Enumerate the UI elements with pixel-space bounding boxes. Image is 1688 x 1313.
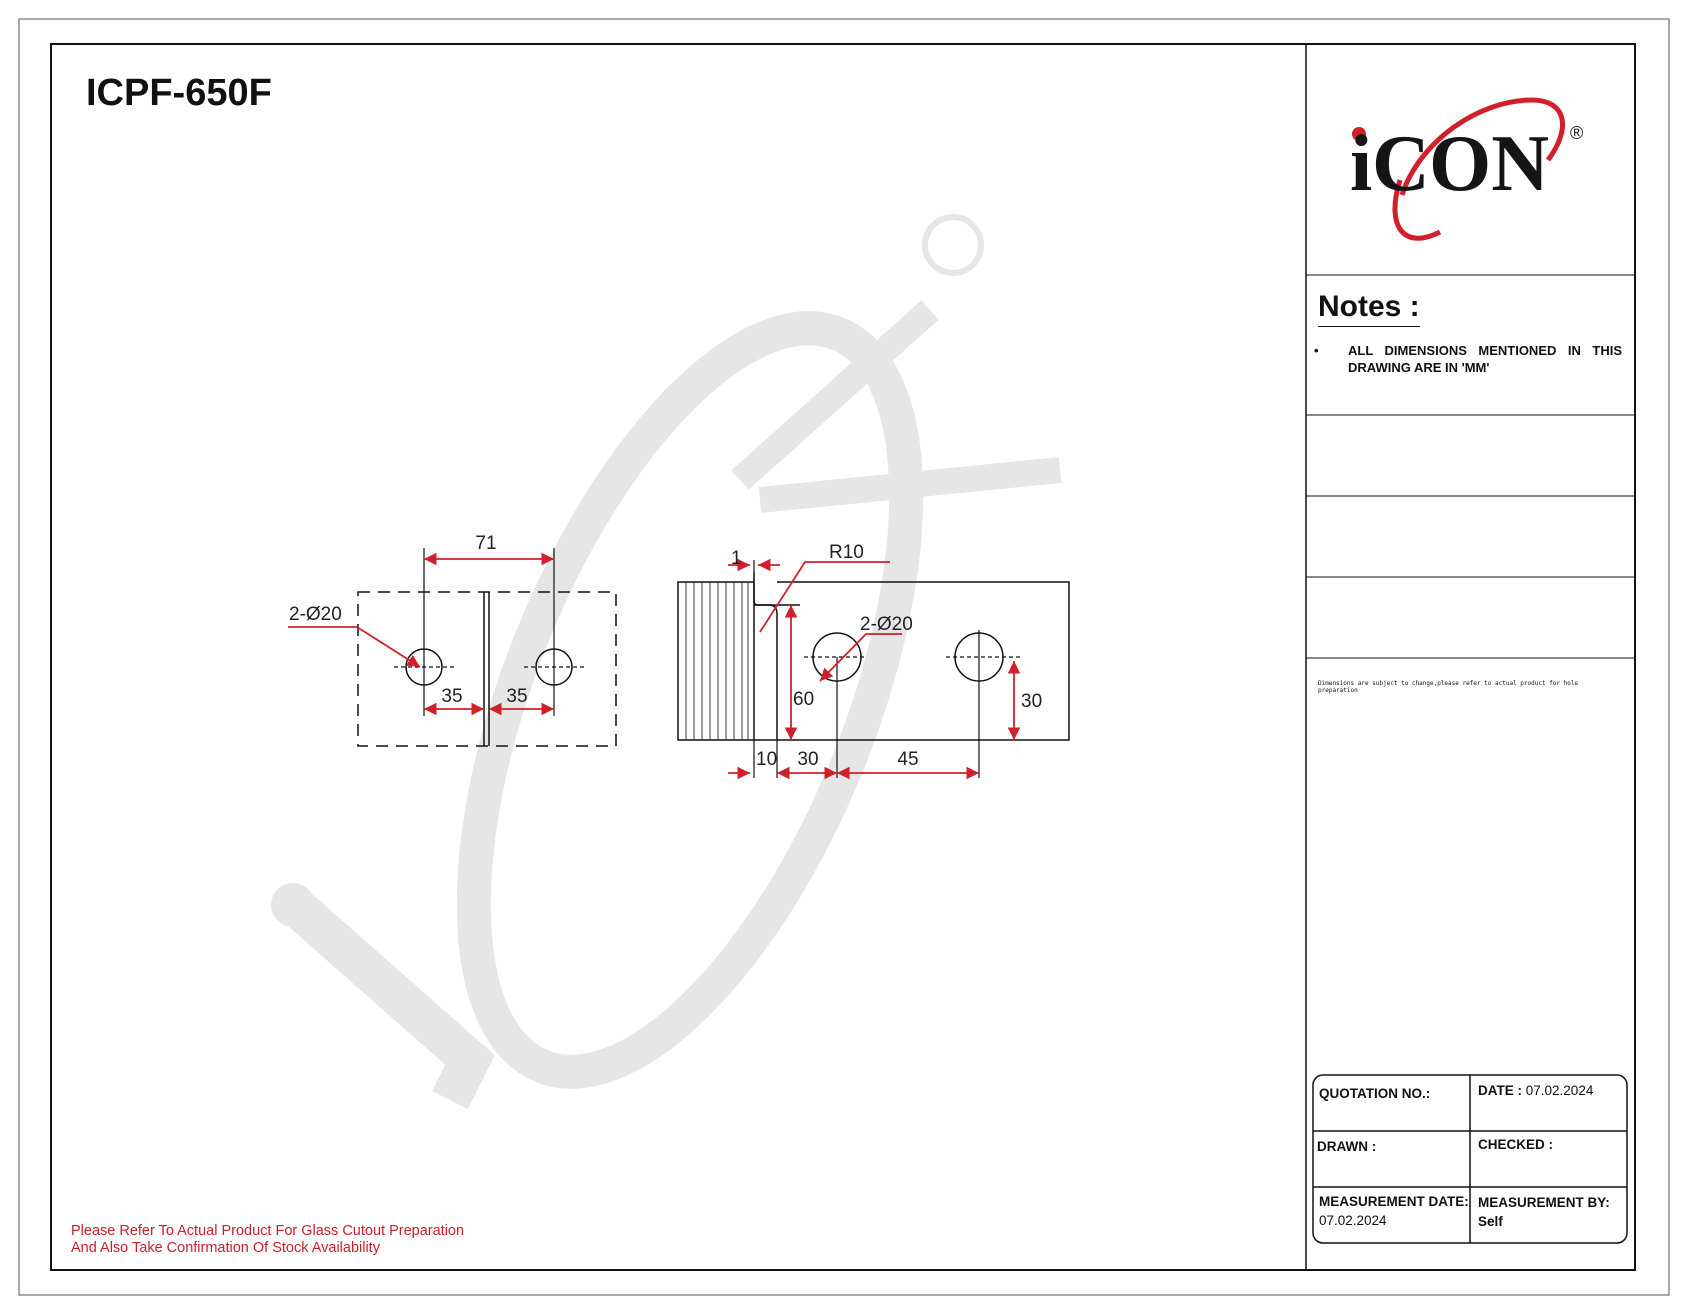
measurement-by-cell: MEASUREMENT BY: Self xyxy=(1478,1193,1610,1231)
drawn-cell: DRAWN : xyxy=(1317,1139,1376,1154)
dim-30h-label: 30 xyxy=(797,749,818,770)
right-hole-leader xyxy=(819,633,902,682)
footer-note-line-1: Please Refer To Actual Product For Glass… xyxy=(71,1223,465,1239)
checked-label: CHECKED : xyxy=(1478,1137,1554,1152)
clamp-hatching xyxy=(685,582,749,740)
logo-letters-on: ON xyxy=(1429,120,1549,208)
notes-item-text: ALL DIMENSIONS MENTIONED IN THIS DRAWING… xyxy=(1348,343,1622,375)
dim-71-label: 71 xyxy=(475,533,496,554)
dim-60-label: 60 xyxy=(793,689,814,710)
radius-label: R10 xyxy=(829,542,864,563)
dim-30v-label: 30 xyxy=(1021,691,1042,712)
clamp-plate xyxy=(677,581,755,741)
drawn-label: DRAWN : xyxy=(1317,1139,1377,1154)
icon-logo: i C ON ® xyxy=(1350,97,1583,241)
date-label: DATE : xyxy=(1478,1083,1522,1098)
quotation-label: QUOTATION NO.: xyxy=(1319,1086,1431,1101)
notes-heading: Notes : xyxy=(1318,290,1420,327)
radius-leader xyxy=(759,561,890,633)
watermark-i-dot xyxy=(271,883,315,927)
clamp-profile xyxy=(753,572,778,741)
dim-45-label: 45 xyxy=(897,749,918,770)
logo-swoosh-top xyxy=(1399,97,1565,196)
logo-i-dot xyxy=(1352,127,1366,141)
quotation-cell: QUOTATION NO.: xyxy=(1319,1086,1430,1101)
notes-list-item: • ALL DIMENSIONS MENTIONED IN THIS DRAWI… xyxy=(1314,342,1622,376)
glass-panel-outline xyxy=(777,581,1070,741)
watermark-registered-icon xyxy=(922,214,984,276)
left-dashed-outline xyxy=(357,591,617,747)
date-value: 07.02.2024 xyxy=(1525,1083,1594,1098)
right-hole-callout: 2-Ø20 xyxy=(860,614,913,635)
right-view xyxy=(677,558,1070,780)
measurement-by-value: Self xyxy=(1478,1214,1503,1229)
footer-note: Please Refer To Actual Product For Glass… xyxy=(71,1223,464,1257)
checked-cell: CHECKED : xyxy=(1478,1137,1553,1152)
dim-35a-label: 35 xyxy=(441,686,462,707)
logo-letter-i: i xyxy=(1350,120,1372,208)
measurement-by-label: MEASUREMENT BY: xyxy=(1478,1195,1610,1210)
bullet-icon: • xyxy=(1314,343,1319,358)
disclaimer-note: Dimensions are subject to change,please … xyxy=(1318,680,1579,694)
left-hole-leader xyxy=(288,626,421,668)
date-cell: DATE : 07.02.2024 xyxy=(1478,1083,1593,1098)
title-block-grid xyxy=(1312,1074,1628,1244)
logo-registered-mark: ® xyxy=(1570,123,1583,143)
left-view xyxy=(288,548,617,747)
logo-swoosh-bottom xyxy=(1392,179,1442,241)
watermark-n-strokes xyxy=(731,300,1062,513)
drawing-title: ICPF-650F xyxy=(86,72,272,114)
measurement-date-cell: MEASUREMENT DATE: 07.02.2024 xyxy=(1319,1192,1469,1230)
outer-border xyxy=(18,18,1670,1296)
left-hole-callout: 2-Ø20 xyxy=(289,604,342,625)
watermark-i-stem xyxy=(286,895,495,1109)
logo-letter-c: C xyxy=(1372,120,1430,208)
watermark-c-shape xyxy=(456,311,924,1089)
dim-1-label: 1 xyxy=(731,548,742,569)
measurement-date-label: MEASUREMENT DATE: xyxy=(1319,1194,1469,1209)
inner-border xyxy=(50,43,1636,1271)
measurement-date-value: 07.02.2024 xyxy=(1319,1213,1387,1228)
dim-35b-label: 35 xyxy=(506,686,527,707)
dim-10-label: 10 xyxy=(756,749,777,770)
footer-note-line-2: And Also Take Confirmation Of Stock Avai… xyxy=(71,1240,380,1256)
watermark xyxy=(286,214,1062,1109)
